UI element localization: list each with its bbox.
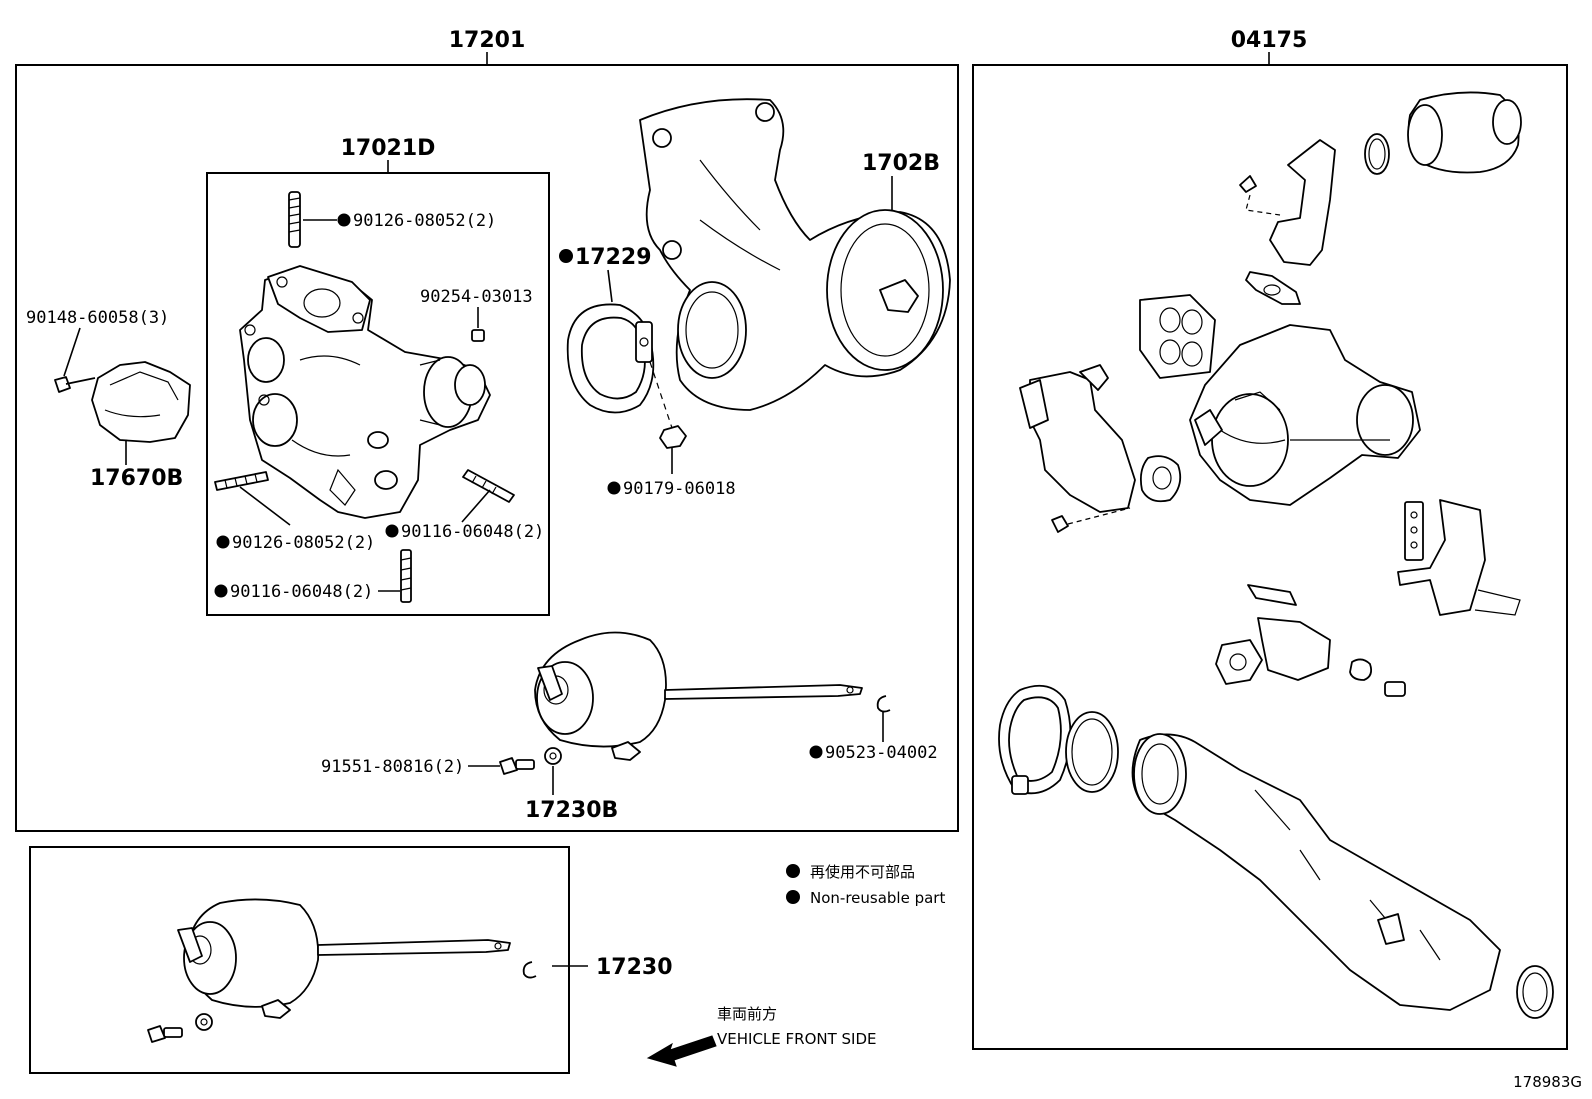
part-label-17229: 17229 [575, 245, 652, 270]
pin-90254-illustration [471, 329, 485, 342]
non-reusable-marker [216, 535, 230, 549]
clamp-17229-illustration [566, 303, 655, 414]
assembly-label-04175: 04175 [1231, 28, 1308, 53]
turbo-assembly-04175-illustration [998, 91, 1554, 1019]
clip-90523-illustration [876, 695, 891, 713]
part-label-91551-80816: 91551-80816(2) [321, 757, 464, 777]
legend-english: Non-reusable part [810, 889, 945, 907]
actuator-17230-illustration [147, 898, 537, 1043]
subassembly-label-17021D: 17021D [341, 136, 436, 161]
frame-17201 [15, 64, 959, 832]
part-label-90148-60058: 90148-60058(3) [26, 308, 169, 328]
part-label-90254-03013: 90254-03013 [420, 287, 533, 307]
part-label-90523-04002: 90523-04002 [825, 743, 938, 763]
non-reusable-marker [786, 890, 800, 904]
non-reusable-marker [337, 213, 351, 227]
frame-17230 [29, 846, 570, 1074]
part-label-17230: 17230 [596, 955, 673, 980]
non-reusable-marker [214, 584, 228, 598]
part-label-90179-06018: 90179-06018 [623, 479, 736, 499]
non-reusable-marker [809, 745, 823, 759]
front-direction-arrow-icon [646, 1035, 717, 1067]
non-reusable-marker [786, 864, 800, 878]
compressor-housing-1702B-illustration [639, 98, 951, 411]
nut-90179-illustration [659, 425, 687, 449]
non-reusable-marker [607, 481, 621, 495]
actuator-17230B-illustration [534, 631, 863, 761]
frame-17021D [206, 172, 550, 616]
part-label-90126-08052-bottom: 90126-08052(2) [232, 533, 375, 553]
direction-english: VEHICLE FRONT SIDE [717, 1030, 877, 1048]
frame-04175 [972, 64, 1568, 1050]
turbine-housing-illustration [239, 191, 491, 519]
stud-90116-lower-illustration [400, 549, 412, 603]
insulator-17670B-illustration [54, 361, 191, 443]
part-label-1702B: 1702B [862, 151, 940, 176]
legend-japanese: 再使用不可部品 [810, 863, 915, 881]
part-label-90116-06048-bottom: 90116-06048(2) [230, 582, 373, 602]
stud-90126-lower-illustration [214, 471, 269, 491]
assembly-label-17201: 17201 [449, 28, 526, 53]
bolt-91551-illustration [499, 757, 535, 775]
figure-id: 178983G [1513, 1073, 1582, 1091]
direction-japanese: 車両前方 [717, 1005, 777, 1023]
stud-90116-right-illustration [462, 469, 515, 503]
part-label-17670B: 17670B [90, 466, 183, 491]
part-label-90116-06048-right: 90116-06048(2) [401, 522, 544, 542]
part-label-90126-08052-top: 90126-08052(2) [353, 211, 496, 231]
non-reusable-marker [559, 249, 573, 263]
part-label-17230B: 17230B [525, 798, 618, 823]
non-reusable-marker [385, 524, 399, 538]
washer-17230B-illustration [544, 747, 562, 765]
